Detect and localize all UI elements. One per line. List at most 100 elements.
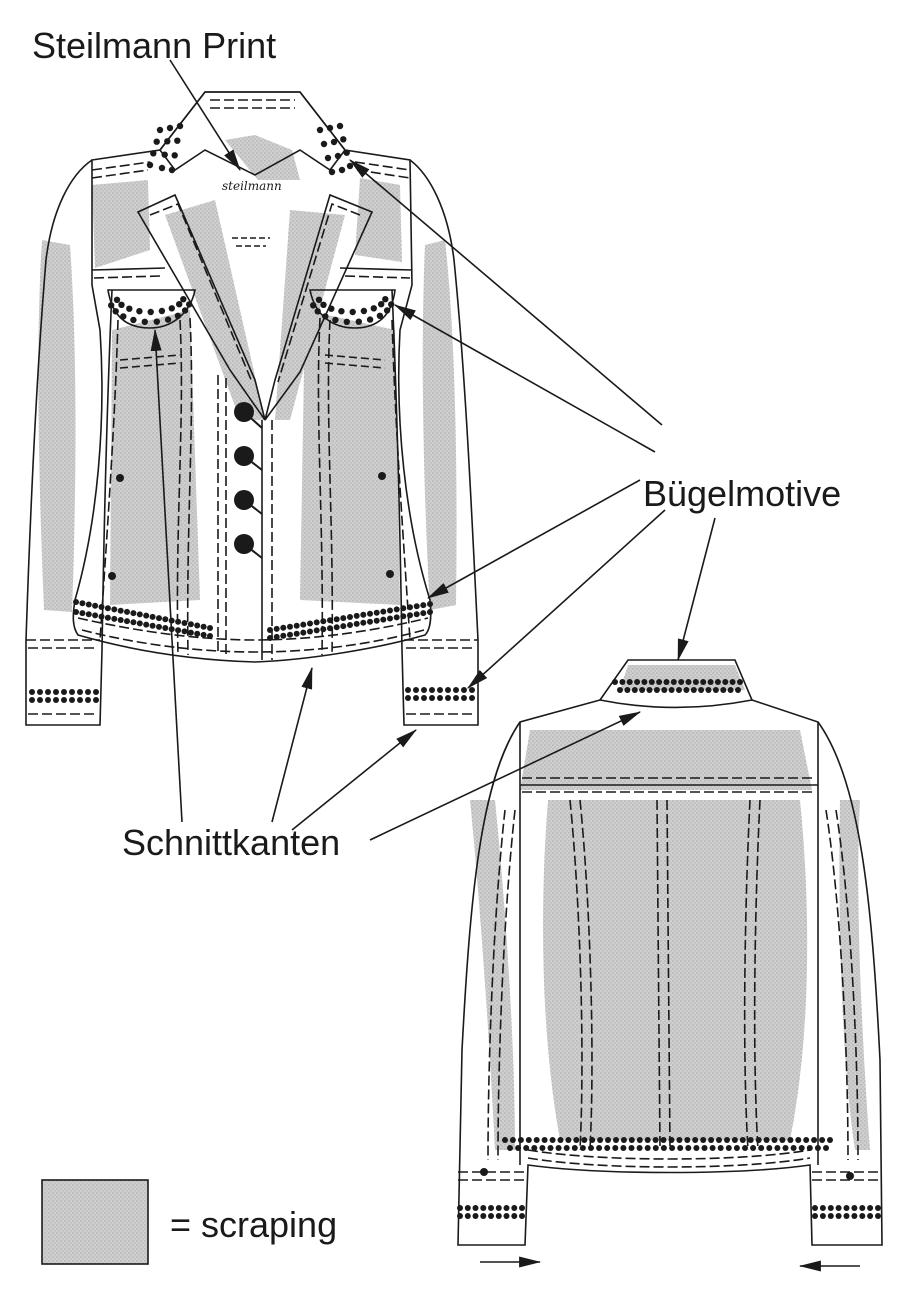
motif-dot — [378, 301, 385, 308]
motif-dot — [782, 1145, 789, 1151]
motif-dot — [29, 689, 35, 695]
motif-dot — [307, 628, 313, 635]
motif-dot — [613, 1137, 619, 1143]
motif-dot — [660, 1145, 667, 1151]
motif-dot — [136, 620, 143, 627]
motif-dot — [158, 307, 166, 315]
motif-dot — [166, 124, 174, 132]
motif-dot — [420, 602, 427, 609]
motif-dot — [388, 301, 395, 308]
motif-dot — [819, 1137, 826, 1143]
motif-dot — [827, 1205, 834, 1211]
motif-dot — [124, 618, 130, 625]
motif-dot — [175, 627, 182, 634]
motif-dot — [327, 625, 333, 632]
motif-dot — [407, 604, 413, 611]
motif-dot — [503, 1205, 510, 1211]
motif-dot — [787, 1137, 794, 1143]
motif-dot — [720, 687, 727, 693]
motif-dot — [480, 1205, 487, 1211]
motif-dot — [714, 679, 721, 685]
motif-dot — [53, 697, 59, 703]
motif-dot — [692, 679, 699, 685]
motif-dot — [709, 1145, 716, 1151]
motif-dot — [98, 613, 105, 620]
motif-dot — [340, 615, 347, 622]
motif-dot — [92, 602, 99, 609]
motif-dot — [668, 1137, 675, 1143]
label-buegelmotive: Bügelmotive — [643, 473, 841, 514]
motif-dot — [85, 689, 91, 695]
motif-dot — [445, 687, 451, 693]
motif-dot — [79, 600, 86, 607]
motif-dot — [273, 633, 280, 640]
front-right-sleeve — [391, 159, 479, 726]
motif-dot — [472, 1213, 479, 1219]
motif-dot — [676, 1137, 683, 1143]
motif-dot — [293, 630, 300, 637]
motif-dot — [725, 1145, 732, 1151]
motif-dot — [437, 695, 443, 701]
motif-dot — [641, 679, 648, 685]
motif-dot — [457, 1205, 463, 1211]
motif-dot — [827, 1137, 833, 1143]
front-collar — [158, 91, 347, 176]
motif-dot — [758, 1145, 765, 1151]
motif-dot — [332, 316, 339, 324]
motif-dot — [461, 687, 467, 693]
motif-dot — [819, 1205, 826, 1211]
motif-dot — [141, 318, 148, 325]
motif-dot — [153, 318, 160, 325]
motif-dot — [851, 1213, 858, 1219]
callout-arrows — [150, 59, 860, 1272]
motif-dot — [539, 1145, 546, 1151]
motif-dot — [156, 623, 162, 630]
motif-dot — [336, 122, 344, 130]
motif-dot — [313, 627, 320, 634]
back-scraping-areas — [470, 665, 870, 1150]
motif-dot — [200, 631, 207, 638]
motif-dot — [200, 623, 207, 630]
motif-dot — [684, 1137, 691, 1143]
motif-dot — [267, 635, 273, 641]
motif-dot — [267, 627, 273, 633]
motif-dot — [360, 619, 367, 626]
motif-dot — [646, 687, 653, 693]
motif-dot — [579, 1145, 586, 1151]
motif-dot — [124, 608, 130, 615]
motif-dot — [750, 1145, 757, 1151]
motif-dot — [405, 687, 411, 693]
motif-dot — [387, 607, 393, 614]
motif-dot — [533, 1137, 540, 1143]
motif-dot — [677, 1145, 684, 1151]
motif-dot — [480, 1213, 487, 1219]
motif-dot — [316, 126, 324, 134]
motif-dot — [692, 1137, 699, 1143]
motif-dot — [347, 622, 353, 628]
motif-dot — [320, 626, 327, 633]
motif-dot — [511, 1213, 518, 1219]
legend: = scraping — [41, 1179, 337, 1265]
motif-dot — [181, 628, 188, 635]
motif-dot — [162, 625, 169, 631]
motif-dot — [488, 1213, 494, 1219]
motif-dot — [747, 1137, 754, 1143]
motif-dot — [194, 622, 201, 629]
motif-dot — [111, 606, 118, 613]
back-jacket — [457, 659, 883, 1246]
motif-dot — [652, 1145, 659, 1151]
motif-dot — [648, 679, 655, 685]
motif-dot — [171, 152, 178, 159]
motif-dot — [712, 687, 719, 693]
front-buttons — [108, 402, 394, 580]
motif-dot — [693, 1145, 700, 1151]
motif-dot — [186, 301, 193, 308]
motif-dot — [187, 629, 194, 636]
motif-dot — [875, 1205, 881, 1211]
motif-dot — [367, 618, 373, 625]
motif-dot — [164, 316, 172, 323]
motif-dot — [739, 1137, 746, 1143]
motif-dot — [37, 689, 43, 695]
motif-dot — [370, 305, 377, 312]
front-lapel-left — [136, 193, 266, 421]
